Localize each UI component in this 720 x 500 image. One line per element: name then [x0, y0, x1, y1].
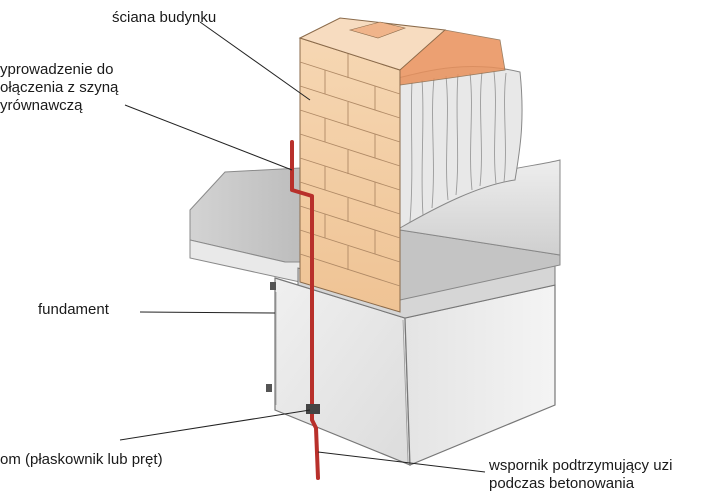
- brick-wall: [298, 17, 506, 313]
- wall-label: ściana budynku: [112, 9, 217, 26]
- earth-electrode-label: om (płaskownik lub pręt): [0, 451, 163, 468]
- support-label: wspornik podtrzymujący uzi podczas beton…: [489, 457, 673, 492]
- wall-plaster: [397, 65, 523, 229]
- leader-support: [317, 451, 486, 473]
- foundation-label: fundament: [38, 301, 109, 318]
- leader-foundation: [139, 311, 276, 314]
- leader-wall: [199, 21, 311, 101]
- leader-earth-electrode: [119, 409, 311, 441]
- connector-clip: [270, 282, 276, 290]
- earthing-conductor: [290, 140, 320, 480]
- connector-clip-lower: [266, 384, 272, 392]
- connection-label: yprowadzenie do ołączenia z szyną yrówna…: [0, 61, 119, 114]
- support-bracket: [306, 404, 320, 414]
- foundation-block: [274, 261, 556, 466]
- upper-slab: [189, 167, 301, 283]
- leader-lines: [119, 21, 486, 473]
- leader-connection: [124, 104, 293, 171]
